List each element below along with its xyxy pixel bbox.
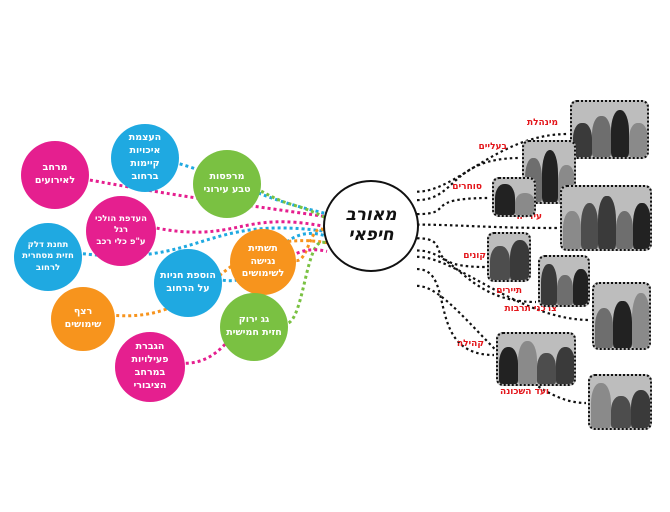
photo-figure: [631, 389, 650, 428]
stakeholder-label-city: עירייה: [516, 212, 542, 222]
stakeholder-connector-community: [416, 267, 495, 357]
stakeholder-label-owners: בעליים: [478, 142, 508, 152]
photo-figure: [615, 210, 634, 249]
photo-figure: [518, 341, 537, 384]
stakeholder-connector-merchants: [416, 196, 491, 216]
topic-connector-pedestrian: [150, 220, 328, 234]
photo-figure: [490, 245, 510, 280]
topic-connector-public_activity: [179, 248, 328, 365]
photo-figure: [515, 192, 534, 215]
photo-figure: [573, 122, 592, 157]
stakeholder-label-consumers: צרכני תרבות: [504, 304, 557, 314]
stakeholder-photo-tourists: [538, 255, 590, 307]
photo-figure: [595, 308, 614, 348]
topic-use-continuity: רצף שימושים: [51, 287, 115, 351]
photo-figure: [629, 122, 647, 157]
stakeholder-photo-community: [496, 332, 576, 386]
stakeholder-connector-consumers: [416, 255, 591, 322]
stakeholder-connector-tourists: [416, 249, 537, 304]
photo-figure: [541, 150, 559, 202]
stakeholder-connector-owners: [416, 156, 521, 202]
stakeholder-label-community: קהילה: [456, 339, 484, 349]
photo-figure: [563, 210, 581, 249]
topic-connector-green_roof: [282, 240, 328, 325]
topic-urban-nature: מרפסות טבע עירוני: [193, 150, 261, 218]
topic-connector-use_continuity: [110, 239, 328, 318]
photo-figure: [556, 347, 574, 384]
photo-figure: [613, 300, 632, 348]
center-node: מאורב חיפאי: [323, 180, 419, 272]
photo-figure: [610, 109, 630, 157]
topic-connector-accessibility: [290, 227, 329, 262]
stakeholder-connector-buyers: [416, 237, 486, 269]
stakeholder-photo-neighborhood-committee: [588, 374, 652, 430]
topic-public-activity: הגברת פעילויות במרחב הציבורי: [115, 332, 185, 402]
photo-figure: [573, 269, 588, 305]
stakeholder-connectors: [416, 132, 591, 405]
stakeholder-photo-merchants: [492, 177, 536, 217]
photo-figure: [557, 275, 573, 305]
photo-figure: [541, 263, 557, 305]
photo-figure: [499, 347, 518, 384]
topic-accessibility: תשתית נגישה לשימושים: [230, 229, 296, 295]
stakeholder-label-merchants: סוחרים: [452, 182, 482, 192]
topic-events: מרחב לאירועים: [21, 141, 89, 209]
photo-figure: [633, 203, 650, 249]
photo-figure: [495, 184, 515, 215]
topic-pedestrian: העדפת הולכי רגל ע"פ כלי רכב: [86, 196, 156, 266]
topic-stores: הוספת חניות על הרחוב: [154, 249, 222, 317]
stakeholder-label-municipality: מינהלת: [526, 118, 558, 128]
stakeholder-label-tourists: תיירים: [496, 286, 522, 296]
stakeholder-photo-consumers: [592, 282, 651, 350]
photo-figure: [611, 395, 631, 428]
topic-fuel-station: תחנת דלק חזית מסחרית לרחוב: [14, 223, 82, 291]
topic-connector-events: [83, 177, 328, 219]
photo-figure: [537, 353, 556, 384]
photo-figure: [580, 203, 599, 249]
photo-figure: [631, 292, 649, 348]
stakeholder-connector-city: [416, 223, 559, 230]
stakeholder-photo-buyers: [487, 232, 531, 282]
stakeholder-photo-municipality: [570, 100, 649, 159]
photo-figure: [510, 240, 529, 280]
stakeholder-label-buyers: קונים: [463, 251, 486, 261]
topic-green-roof: גג ירוק חזית חמישית: [220, 293, 288, 361]
topic-connector-stores: [216, 232, 328, 283]
topic-connector-urban_nature: [255, 186, 328, 220]
stakeholder-photo-city: [560, 185, 652, 251]
topic-identity: העצמת איכויות קיימות ברחוב: [111, 124, 179, 192]
stakeholder-connector-neighborhood_committee: [416, 284, 587, 405]
photo-figure: [591, 116, 611, 157]
photo-figure: [598, 195, 616, 249]
photo-figure: [591, 383, 611, 428]
stakeholder-label-neighborhood-committee: ועד השכונה: [500, 387, 549, 397]
